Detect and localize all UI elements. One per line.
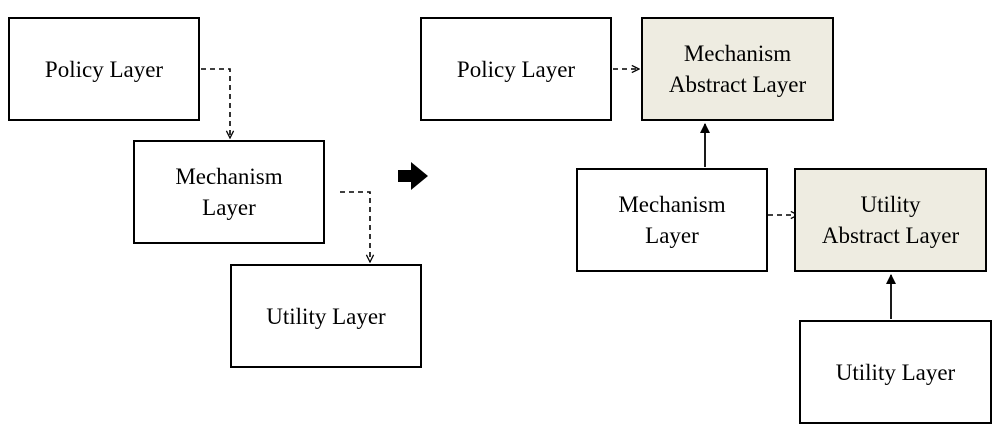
dashed-arrow-mechanism-to-utility xyxy=(340,191,370,262)
after-mechanism-layer-box: Mechanism Layer xyxy=(576,168,768,272)
after-policy-layer-box: Policy Layer xyxy=(420,17,612,121)
utility-abstract-layer-box: Utility Abstract Layer xyxy=(794,168,987,272)
mechanism-abstract-layer-box: Mechanism Abstract Layer xyxy=(641,17,834,121)
before-mechanism-layer-box: Mechanism Layer xyxy=(133,140,325,244)
before-utility-layer-box: Utility Layer xyxy=(230,264,422,368)
after-utility-layer-box: Utility Layer xyxy=(799,320,992,424)
right-arrow-icon xyxy=(398,162,428,190)
before-policy-layer-box: Policy Layer xyxy=(8,17,200,121)
dashed-arrow-policy-to-mechanism xyxy=(201,68,230,138)
